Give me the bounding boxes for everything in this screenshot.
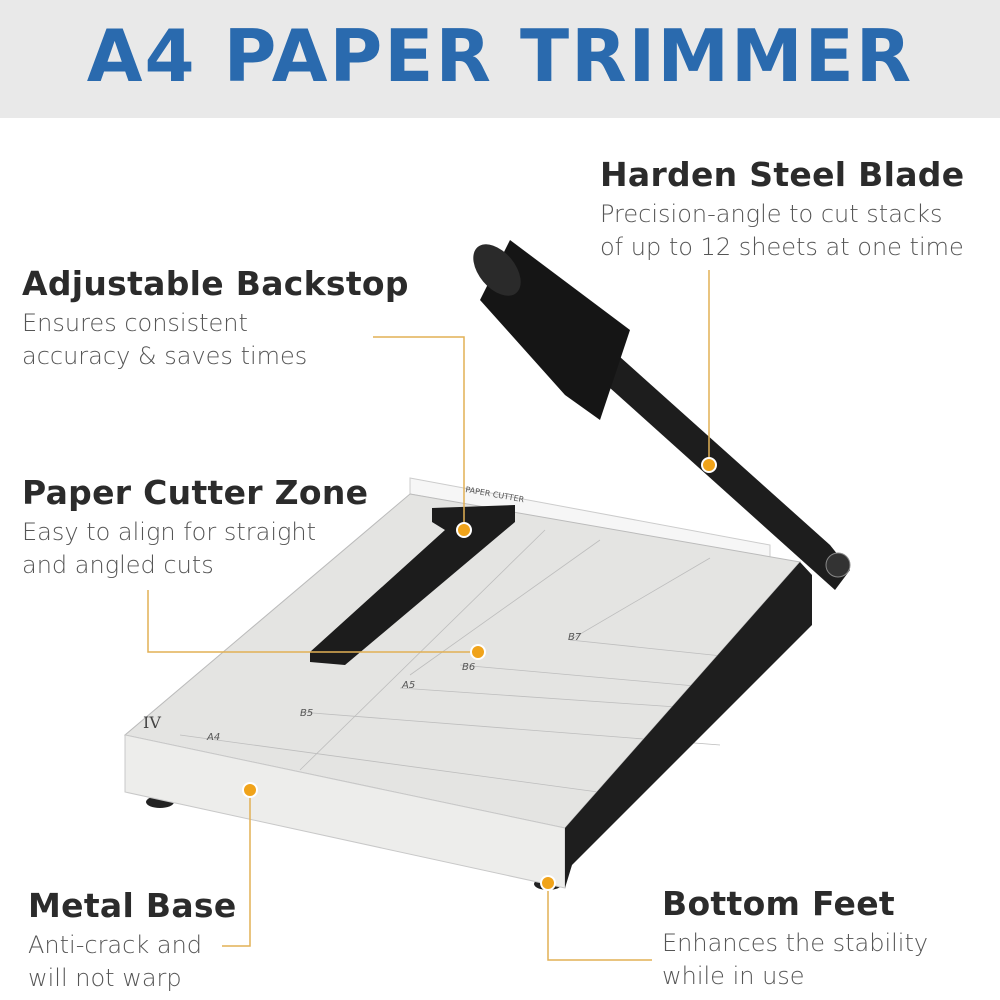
svg-text:B6: B6 [462,662,475,673]
feature-metal-base: Metal Base Anti-crack and will not warp [28,886,237,995]
blade-bar [565,562,812,888]
title-banner: A4 PAPER TRIMMER [0,0,1000,118]
backstop-guide [310,505,515,665]
feature-backstop: Adjustable Backstop Ensures consistent ac… [22,264,409,373]
feature-line: Anti-crack and [28,931,203,959]
page-title: A4 PAPER TRIMMER [86,14,914,98]
svg-text:A4: A4 [206,732,220,743]
feature-line: accuracy & saves times [22,342,308,370]
feature-line: while in use [662,962,805,990]
feature-line: of up to 12 sheets at one time [600,233,964,261]
svg-text:A5: A5 [401,680,415,691]
model-mark: IV [143,713,161,732]
feature-heading: Metal Base [28,886,237,925]
blade-arm [590,348,850,590]
feature-blade: Harden Steel Blade Precision-angle to cu… [600,155,964,264]
feature-cutter-zone: Paper Cutter Zone Easy to align for stra… [22,473,368,582]
feature-line: Enhances the stability [662,929,929,957]
feature-line: Ensures consistent [22,309,248,337]
feature-line: and angled cuts [22,551,214,579]
feature-heading: Adjustable Backstop [22,264,409,303]
feature-line: Precision-angle to cut stacks [600,200,943,228]
callout-lines [147,270,710,961]
feature-heading: Paper Cutter Zone [22,473,369,512]
svg-text:B5: B5 [300,708,313,719]
pivot-bolt [825,552,851,578]
svg-text:B7: B7 [568,632,582,643]
callout-dots [242,457,717,891]
board-grid [179,529,761,796]
size-labels: A4 B5 A5 B6 B7 [206,632,582,743]
feature-line: Easy to align for straight [22,518,317,546]
handle-end [473,244,521,296]
feature-heading: Bottom Feet [662,884,895,923]
feature-bottom-feet: Bottom Feet Enhances the stability while … [662,884,928,993]
feature-line: will not warp [28,964,182,992]
feature-heading: Harden Steel Blade [600,155,965,194]
